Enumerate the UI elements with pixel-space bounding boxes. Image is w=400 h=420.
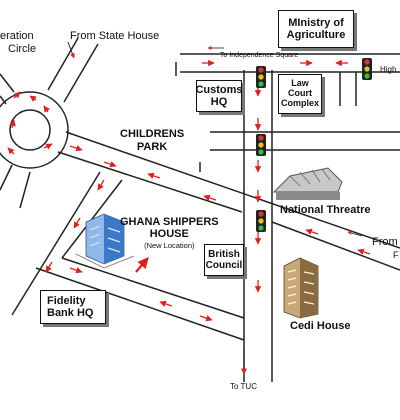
national-theatre-label: National Threatre: [280, 204, 371, 216]
upper-diagonal-road-bottom-east: [271, 221, 400, 271]
british-council-line2: Council: [205, 260, 243, 271]
law-court-complex-box: Law Court Complex: [278, 74, 322, 114]
ghana-shippers-line2: HOUSE: [149, 228, 189, 240]
to-independence-square-label: To Independence Square: [220, 52, 299, 59]
arrow: [45, 261, 53, 273]
arrow: [69, 267, 83, 274]
upper-diagonal-road-bottom: [57, 151, 243, 213]
arrow: [103, 161, 117, 168]
state-house-road-right: [63, 43, 99, 103]
arrow: [97, 179, 105, 191]
lower-diagonal-road-bottom: [35, 267, 245, 341]
ministry-of-agriculture-box: MInistry of Agriculture: [278, 10, 354, 48]
ministry-line2: Agriculture: [286, 29, 346, 41]
from-right-partial-label: From: [372, 236, 398, 248]
pointer-arrow: [135, 257, 149, 273]
arrow: [73, 217, 81, 229]
british-council-line1: British: [208, 249, 240, 260]
liberation-circle-line2: Circle: [8, 43, 37, 55]
law-court-line3: Complex: [280, 97, 319, 108]
arrow: [357, 248, 371, 255]
childrens-park-line1: CHILDRENS: [120, 128, 185, 140]
roundabout-outer: [0, 91, 69, 169]
ghana-shippers-line3: (New Location): [144, 241, 195, 250]
traffic-light-icon: [362, 58, 372, 80]
direction-arrows: [7, 59, 371, 322]
arrow: [159, 300, 173, 307]
road-network: [0, 37, 400, 382]
northwest-road-top: [0, 73, 15, 93]
liberation-circle-line1: eration: [0, 30, 34, 42]
from-state-house-label: From State House: [70, 30, 160, 42]
customs-line1: Customs: [195, 83, 243, 96]
british-council-box: British Council: [204, 244, 244, 276]
tower-building-icon: [283, 257, 319, 319]
cedi-house-label: Cedi House: [290, 320, 351, 332]
childrens-park-line2: PARK: [136, 141, 168, 153]
lower-diagonal-road-top: [61, 257, 245, 319]
traffic-light-icon: [256, 134, 266, 156]
liberation-circle-label: eration Circle: [0, 30, 36, 56]
ghana-shippers-line1: GHANA SHIPPERS: [120, 216, 219, 228]
northwest-road-bottom: [0, 95, 7, 105]
arrow: [7, 147, 15, 155]
arrow: [199, 315, 213, 322]
childrens-park-label: CHILDRENS PARK: [120, 128, 184, 154]
law-court-line1: Law: [291, 78, 309, 89]
office-building-icon: [75, 213, 135, 269]
law-court-line2: Court: [288, 88, 312, 99]
from-state-house-arrow: [67, 41, 75, 59]
arrow: [13, 91, 21, 99]
from-right-arrow: [347, 231, 363, 237]
arrow: [305, 228, 319, 235]
state-house-road-left: [47, 37, 79, 91]
ministry-line1: MInistry of: [288, 16, 344, 29]
traffic-light-icon: [256, 66, 266, 88]
arrow: [43, 143, 53, 150]
fidelity-line1: Fidelity: [47, 294, 86, 307]
theatre-building-icon: [272, 167, 343, 200]
fidelity-bank-hq-box: Fidelity Bank HQ: [40, 290, 106, 324]
traffic-light-icon: [256, 210, 266, 232]
southwest-road-right: [19, 171, 31, 209]
ghana-shippers-label: GHANA SHIPPERS HOUSE (New Location): [120, 216, 219, 252]
arrow: [43, 105, 50, 113]
high-partial-label: High: [380, 65, 397, 74]
to-tuc-label: To TUC: [230, 382, 257, 391]
f-partial-label: F: [393, 250, 399, 260]
southwest-road-left: [0, 164, 13, 191]
fidelity-line2: Bank HQ: [47, 307, 94, 319]
circle-south-road-left: [11, 171, 101, 316]
roundabout: [0, 91, 69, 169]
arrow: [147, 172, 161, 179]
customs-line2: HQ: [210, 96, 228, 108]
arrow: [29, 95, 37, 102]
roundabout-inner: [9, 109, 51, 151]
upper-diagonal-road-top: [65, 131, 400, 249]
arrow: [203, 194, 217, 201]
customs-hq-box: Customs HQ: [195, 80, 243, 112]
arrow: [9, 119, 16, 129]
arrow: [69, 145, 83, 152]
